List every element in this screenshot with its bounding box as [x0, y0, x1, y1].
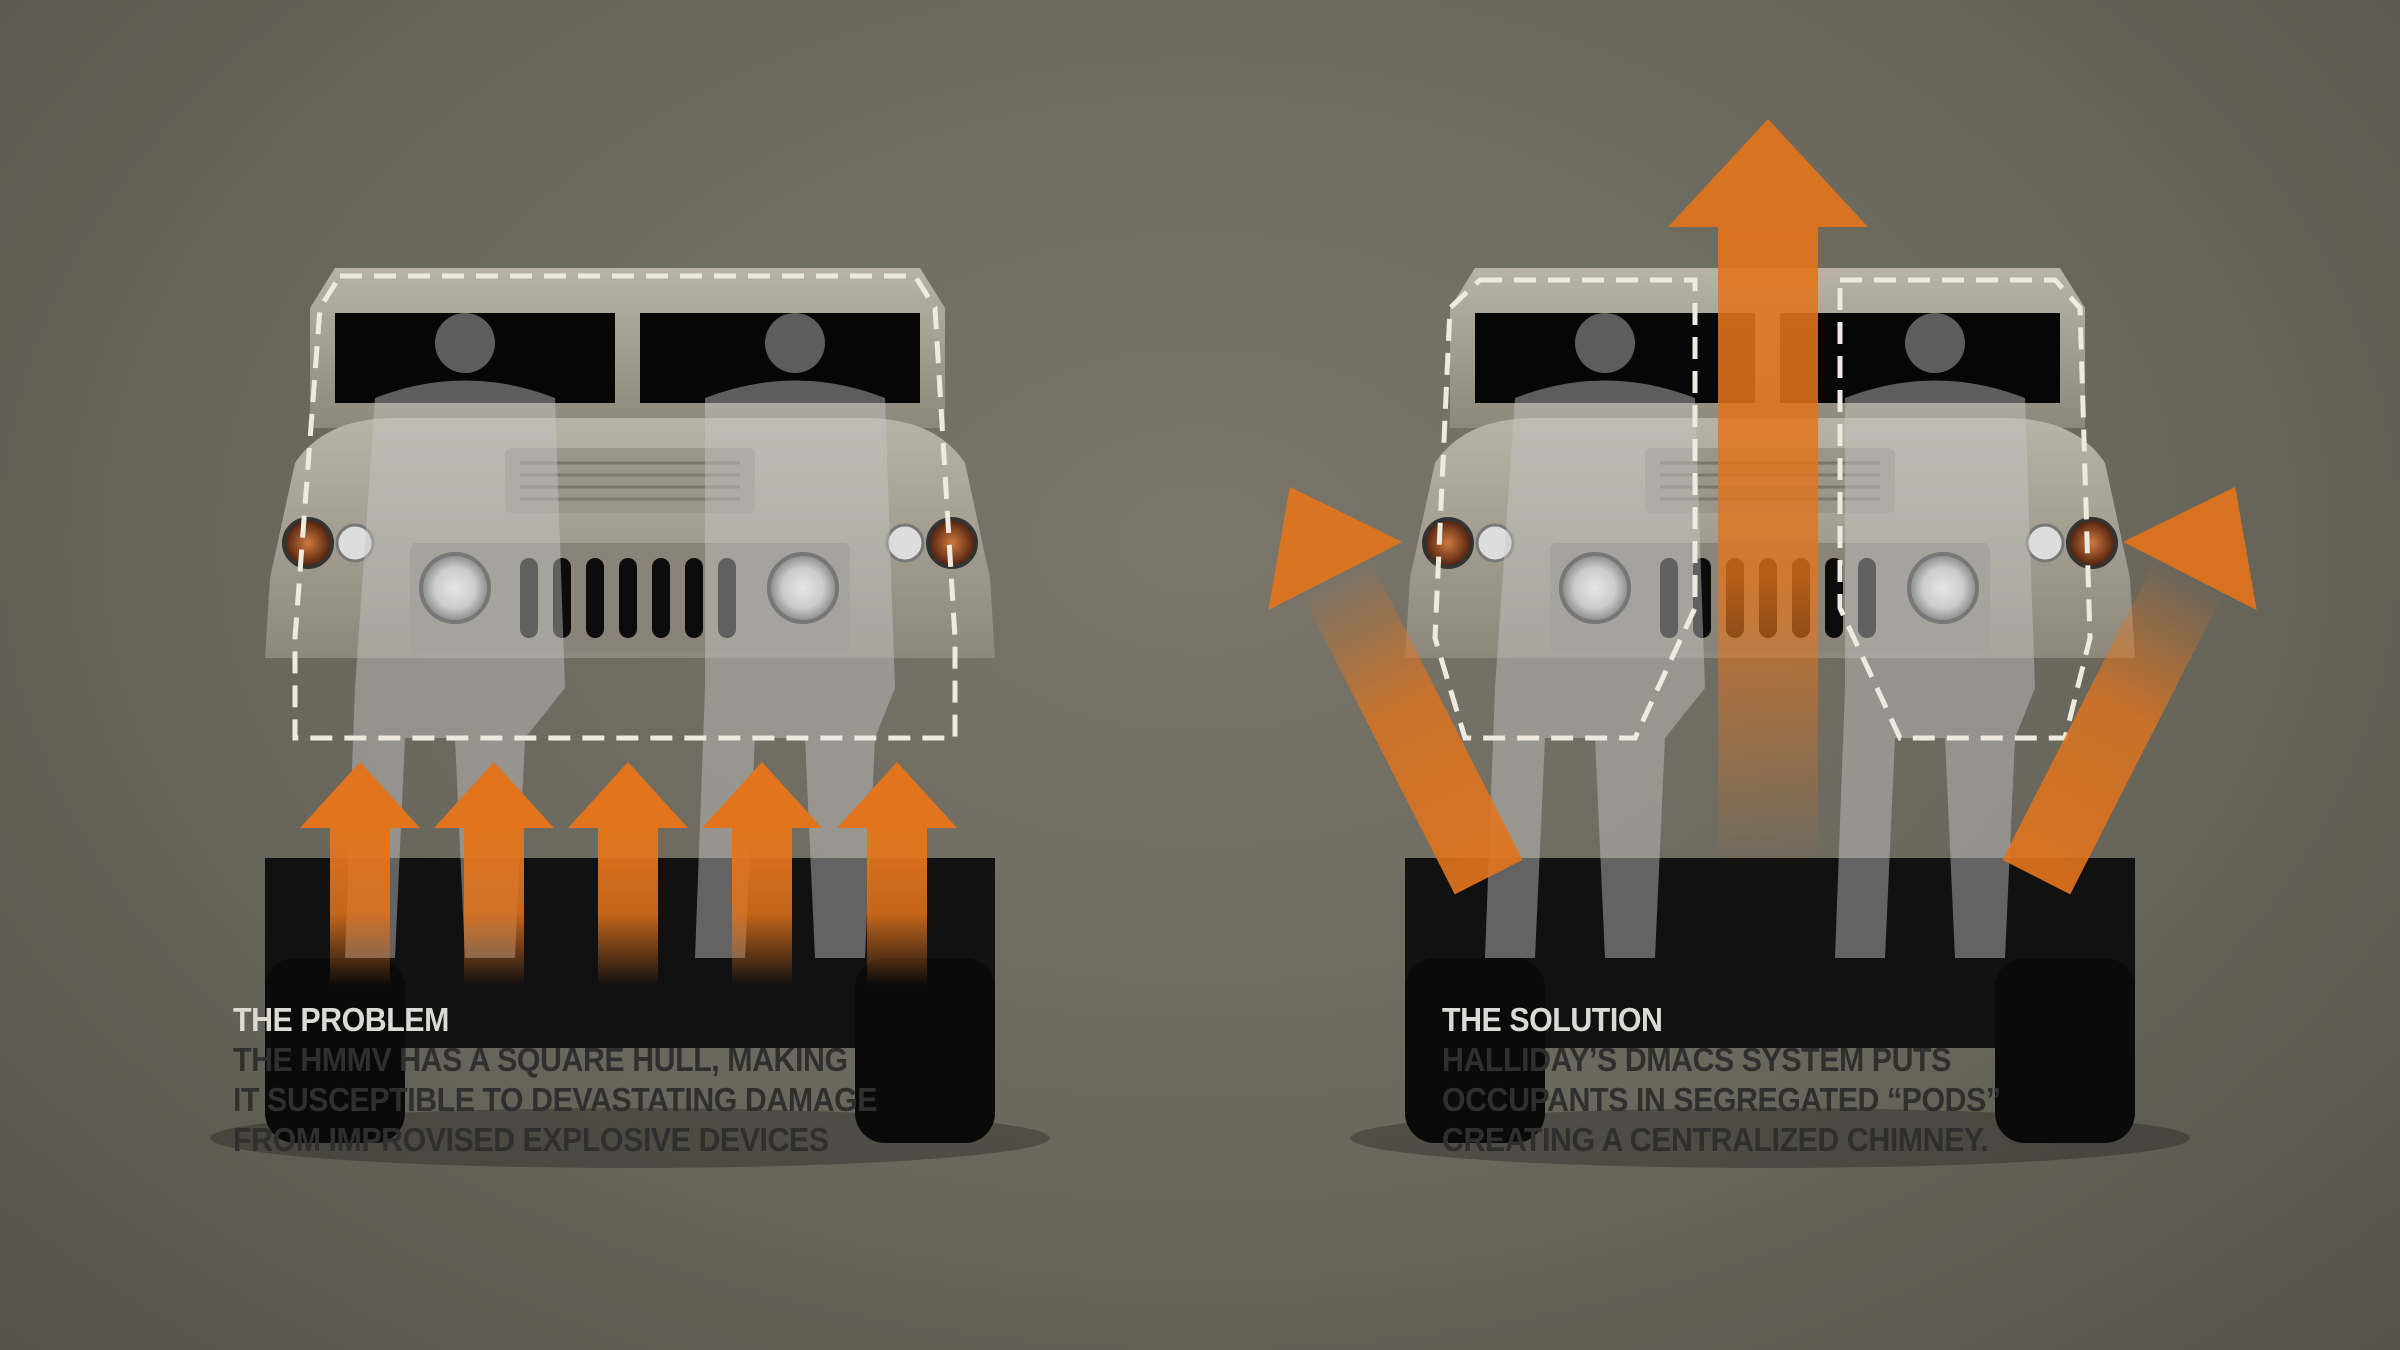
problem-caption: THE PROBLEM THE HMMV HAS A SQUARE HULL, … [233, 1000, 878, 1160]
solution-heading: THE SOLUTION [1442, 1001, 1663, 1038]
arrow-up-1 [300, 762, 420, 986]
pod-outline-right [1837, 277, 2093, 741]
deflect-arrow-right [2002, 486, 2257, 895]
solution-line-1: HALLIDAY’S DMACS SYSTEM PUTS [1442, 1041, 1951, 1078]
humvee-problem [208, 266, 1052, 1170]
problem-heading: THE PROBLEM [233, 1001, 449, 1038]
solution-line-3: CREATING A CENTRALIZED CHIMNEY. [1442, 1121, 1989, 1158]
problem-line-3: FROM IMPROVISED EXPLOSIVE DEVICES [233, 1121, 829, 1158]
arrow-up-4 [702, 762, 822, 986]
deflect-arrow-left [1268, 486, 1523, 895]
problem-line-1: THE HMMV HAS A SQUARE HULL, MAKING [233, 1041, 848, 1078]
chimney-arrow [1668, 119, 1868, 865]
square-hull-outline [292, 273, 958, 741]
solution-caption: THE SOLUTION HALLIDAY’S DMACS SYSTEM PUT… [1442, 1000, 2001, 1160]
humvee-solution [1348, 266, 2192, 1170]
arrow-up-5 [837, 762, 957, 986]
pod-outline-left [1432, 277, 1698, 741]
arrow-up-3 [568, 762, 688, 986]
arrow-up-2 [434, 762, 554, 986]
solution-line-2: OCCUPANTS IN SEGREGATED “PODS” [1442, 1081, 2001, 1118]
blast-arrows-solution [1268, 119, 2257, 895]
blast-arrows-problem [300, 762, 957, 986]
problem-line-2: IT SUSCEPTIBLE TO DEVASTATING DAMAGE [233, 1081, 878, 1118]
